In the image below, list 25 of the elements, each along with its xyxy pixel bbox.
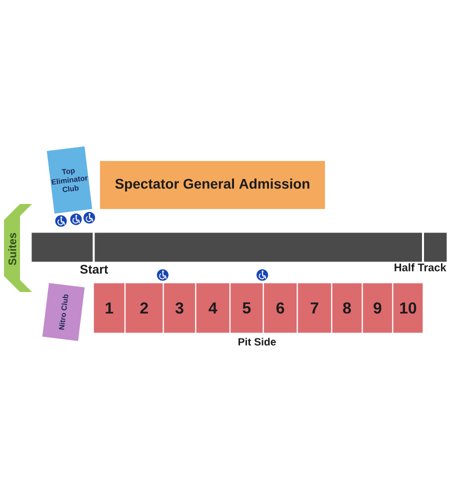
- pit-section: 4: [196, 283, 230, 333]
- track-label: Start: [80, 264, 108, 274]
- track-label: Half Track: [394, 263, 446, 272]
- track-segment: [424, 232, 447, 262]
- node-label: 7: [310, 302, 318, 314]
- pit-section: 9: [362, 283, 392, 333]
- pit-section: 2: [126, 283, 163, 333]
- node-label: 6: [276, 302, 284, 314]
- node-label: 8: [343, 302, 351, 314]
- node-label: 2: [140, 302, 148, 314]
- node-label: 5: [242, 302, 251, 314]
- seating-section: Spectator General Admission: [100, 161, 325, 209]
- area-label: Pit Side: [238, 338, 276, 346]
- node-label: 4: [208, 302, 218, 314]
- pit-section: 5: [230, 283, 263, 333]
- pit-section: 6: [264, 283, 297, 333]
- suites-band: Suites: [4, 204, 32, 292]
- node-label: 9: [374, 302, 382, 314]
- pit-section: 1: [94, 283, 124, 333]
- node-label: 3: [175, 302, 184, 314]
- pit-section: 3: [164, 283, 196, 333]
- pit-section: 8: [332, 283, 362, 333]
- node-label: 10: [400, 302, 416, 314]
- pit-section: 10: [393, 283, 423, 333]
- pit-section: 7: [298, 283, 332, 333]
